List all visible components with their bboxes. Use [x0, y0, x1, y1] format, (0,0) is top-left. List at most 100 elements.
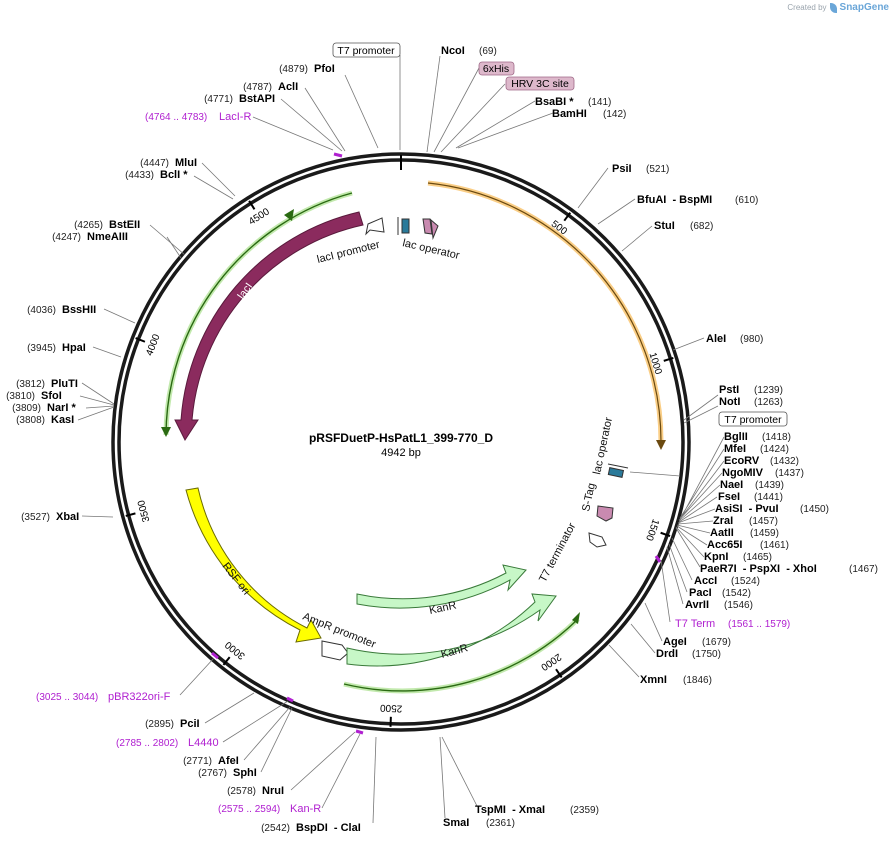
leader-nrui	[290, 731, 356, 791]
site-noti-name: NotI	[719, 396, 740, 408]
site-mfei-pos: (1424)	[760, 444, 789, 455]
site-avrii-pos: (1546)	[724, 600, 753, 611]
site-drdi-name: DrdI	[656, 648, 678, 660]
leader-pcii	[204, 692, 255, 724]
site-sfoi-pos: (3810)	[6, 391, 35, 402]
site-agei-pos: (1679)	[702, 637, 731, 648]
tick-label-1500: 1500	[643, 517, 661, 542]
site-nmeaiii-pos: (4247)	[52, 232, 81, 243]
site-bglii-name: BglII	[724, 431, 748, 443]
leader-smai	[439, 736, 446, 819]
leader-pst-not	[683, 394, 719, 424]
rsf-ori-label: RSF ori	[220, 560, 252, 597]
tag-top-pink-1	[422, 218, 433, 235]
created-by-text: Created by	[787, 3, 827, 12]
site-fsei-name: FseI	[718, 491, 740, 503]
leader-mlui	[201, 162, 236, 197]
site-pluti-name: PluTI	[51, 378, 78, 390]
leader-ncoi	[426, 55, 441, 153]
site-drdi-pos: (1750)	[692, 649, 721, 660]
site-bsabi-name: BsaBI *	[535, 96, 574, 108]
lac-operator-right-label: lac operator	[591, 416, 615, 476]
site-alei-pos: (980)	[740, 334, 763, 345]
snapgene-brand: SnapGene	[839, 2, 889, 13]
site-avrii-name: AvrII	[685, 599, 709, 611]
leader-lac-operator-right	[629, 471, 681, 477]
leader-pbr322ori-f	[179, 657, 215, 696]
site-acc65i-pos: (1461)	[760, 540, 789, 551]
site-clai-pos: (2542)	[261, 823, 290, 834]
snapgene-credit: Created by SnapGene	[787, 2, 889, 13]
site-sfoi-name: SfoI	[41, 390, 62, 402]
site-aatii-pos: (1459)	[750, 528, 779, 539]
site-acli-name: AclI	[278, 81, 298, 93]
site-xbai-pos: (3527)	[21, 512, 50, 523]
site-pfoi-pos: (4879)	[279, 64, 308, 75]
site-hpai-pos: (3945)	[27, 343, 56, 354]
tick-mark-500	[563, 212, 572, 222]
site-smai-name: SmaI	[443, 817, 469, 829]
tick-label-2500: 2500	[379, 702, 402, 714]
leader-bstapi	[280, 98, 343, 152]
site-bspmi-name: BfuAI - BspMI	[637, 194, 712, 206]
site-xmai-pos: (2359)	[570, 805, 599, 816]
leader-mcs-group	[666, 436, 725, 605]
orf-arc-green-left-head-top	[284, 209, 294, 221]
leader-bcli	[193, 175, 234, 200]
primer-kan-r-range: (2575 .. 2594)	[218, 804, 280, 815]
site-nmeaiii-name: NmeAIII	[87, 231, 128, 243]
site-kasi-name: KasI	[51, 414, 74, 426]
site-mfei-name: MfeI	[724, 443, 746, 455]
primer-pbr322ori-f-name: pBR322ori-F	[108, 691, 171, 703]
site-psti-pos: (1239)	[754, 385, 783, 396]
tick-label-3500: 3500	[136, 498, 153, 523]
site-kpni-pos: (1465)	[743, 552, 772, 563]
lac-operator-right-box	[607, 467, 625, 478]
t7-promoter-right-label: T7 promoter	[724, 414, 782, 426]
site-ecorv-name: EcoRV	[724, 455, 760, 467]
site-ecorv-pos: (1432)	[770, 456, 799, 467]
primer-mark-t7-term	[654, 555, 662, 563]
site-sphi-name: SphI	[233, 767, 257, 779]
site-pcii-name: PciI	[180, 718, 200, 730]
site-xmni-name: XmnI	[640, 674, 667, 686]
site-pvui-pos: (1450)	[800, 504, 829, 515]
site-nari-name: NarI *	[47, 402, 76, 414]
primer-mark-l4440	[286, 696, 294, 703]
restriction-site-labels: (4879) PfoI (4787) AclI (4771) BstAPI (4…	[6, 45, 878, 834]
site-bsshii-name: BssHII	[62, 304, 96, 316]
leader-bsteii	[149, 224, 186, 256]
site-acci-pos: (1524)	[731, 576, 760, 587]
site-hpai-name: HpaI	[62, 342, 86, 354]
primer-mark-pbr322ori-f	[211, 651, 219, 660]
orf-arc-green-bottom-head	[572, 612, 580, 624]
hrv-3c-box	[505, 76, 575, 91]
site-pcii-pos: (2895)	[145, 719, 174, 730]
site-kpni-name: KpnI	[704, 551, 728, 563]
site-bspmi-pos: (610)	[735, 195, 758, 206]
leader-bamhi	[457, 112, 554, 149]
site-pfoi-name: PfoI	[314, 63, 335, 75]
kanr-arrow-1	[356, 564, 527, 609]
leader-afei	[243, 706, 291, 761]
site-ngomiv-name: NgoMIV	[722, 467, 764, 479]
tick-label-4500: 4500	[247, 206, 272, 227]
site-ncoi-name: NcoI	[441, 45, 465, 57]
orf-arc-green-bottom	[343, 618, 579, 692]
site-clai-name: BspDI - ClaI	[296, 822, 361, 834]
s-tag-arrow	[596, 505, 614, 522]
plasmid-length: 4942 bp	[381, 447, 421, 459]
leader-narl-group	[77, 382, 115, 421]
primer-t7-term-name: T7 Term	[675, 618, 715, 630]
orf-arc-orange-head	[656, 440, 666, 450]
site-xbai-name: XbaI	[56, 511, 79, 523]
leader-acli	[304, 87, 346, 152]
site-zrai-name: ZraI	[713, 515, 733, 527]
site-kasi-pos: (3808)	[16, 415, 45, 426]
site-pluti-pos: (3812)	[16, 379, 45, 390]
leader-sphi	[260, 707, 293, 773]
site-alei-name: AleI	[706, 333, 726, 345]
leader-psii	[577, 167, 609, 209]
tick-mark-3000	[222, 656, 231, 666]
leader-bsabi	[455, 100, 536, 149]
